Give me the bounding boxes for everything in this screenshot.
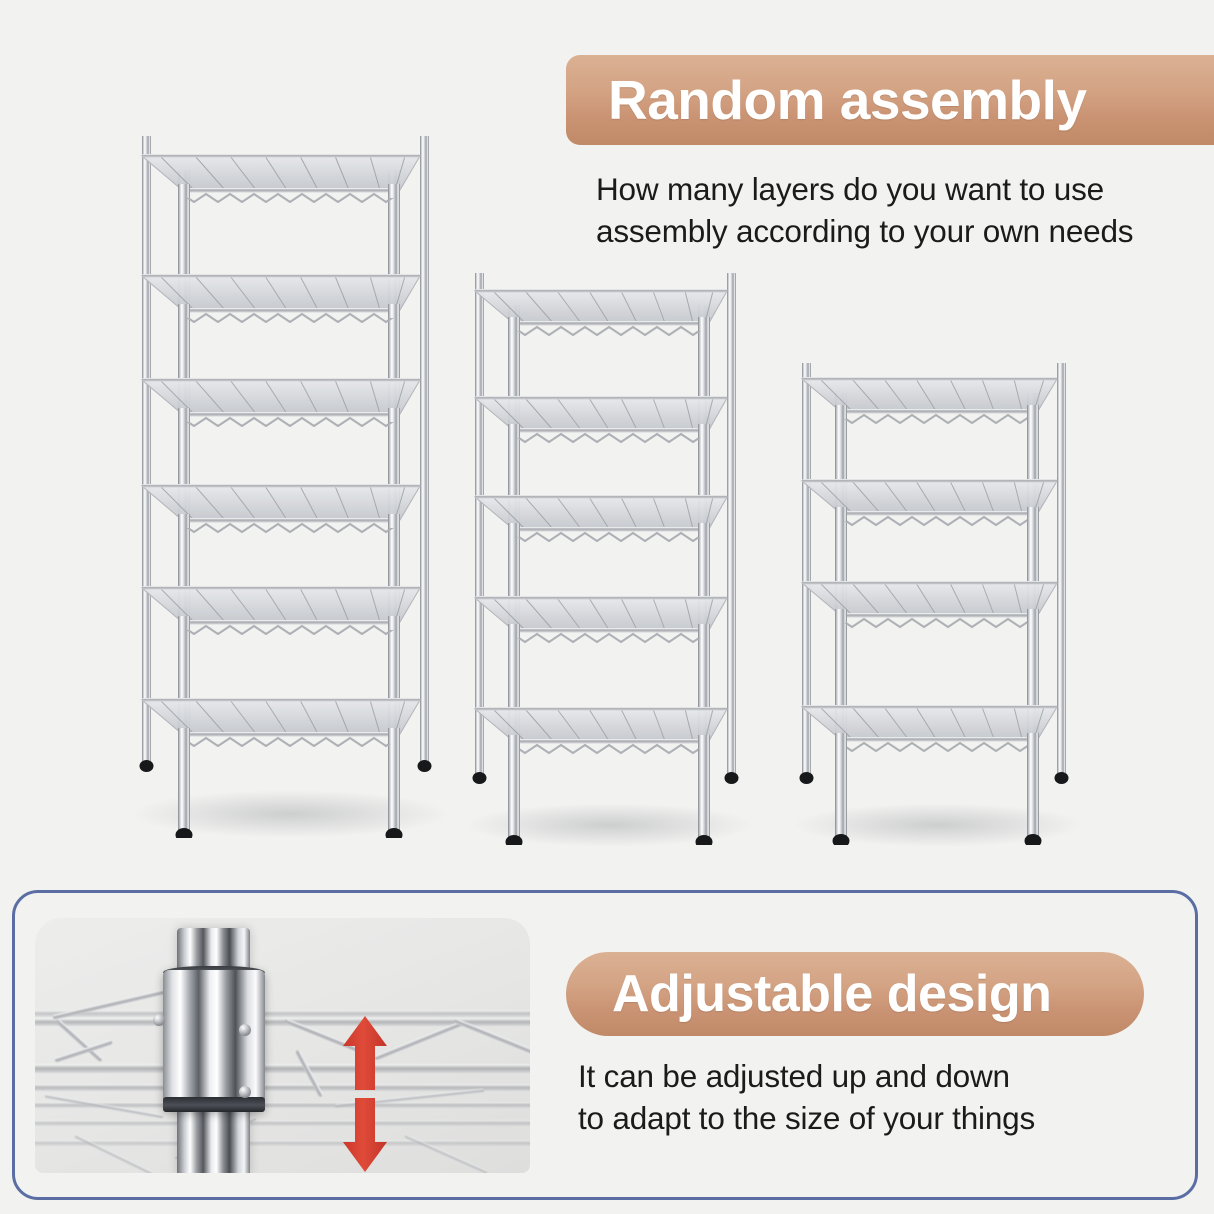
random-assembly-title: Random assembly bbox=[608, 69, 1087, 131]
photo-shelf-wire bbox=[35, 1102, 530, 1108]
photo-bolt bbox=[153, 1014, 165, 1026]
shelving-unit-4-tier bbox=[782, 355, 1092, 847]
random-assembly-banner: Random assembly bbox=[566, 55, 1214, 145]
rack-medium-graphic bbox=[472, 273, 739, 845]
adjustable-design-panel bbox=[12, 890, 1198, 1200]
shelving-unit-6-tier bbox=[120, 128, 460, 838]
photo-top-rail bbox=[35, 1018, 530, 1026]
adjustable-design-description: It can be adjusted up and down to adapt … bbox=[578, 1058, 1036, 1137]
photo-bolt bbox=[239, 1086, 251, 1098]
photo-shelf-wire bbox=[35, 1084, 530, 1091]
adjustable-design-banner: Adjustable design bbox=[566, 952, 1144, 1036]
pole-closeup-photo bbox=[35, 918, 530, 1173]
arrow-up-icon bbox=[343, 1016, 387, 1090]
rack-tall-graphic bbox=[139, 136, 432, 838]
photo-shelf-wire bbox=[35, 1010, 530, 1017]
photo-shelf-wire bbox=[35, 1064, 530, 1073]
rack-short-graphic bbox=[799, 363, 1069, 845]
photo-shelf-wire bbox=[35, 1140, 530, 1146]
photo-bolt bbox=[239, 1024, 251, 1036]
photo-sleeve-band bbox=[163, 1097, 265, 1112]
shelving-unit-5-tier bbox=[455, 265, 765, 847]
photo-shelf-wire bbox=[35, 1120, 530, 1126]
arrow-down-icon bbox=[343, 1098, 387, 1172]
adjustable-design-title: Adjustable design bbox=[612, 965, 1052, 1023]
random-assembly-description: How many layers do you want to use assem… bbox=[596, 171, 1134, 250]
